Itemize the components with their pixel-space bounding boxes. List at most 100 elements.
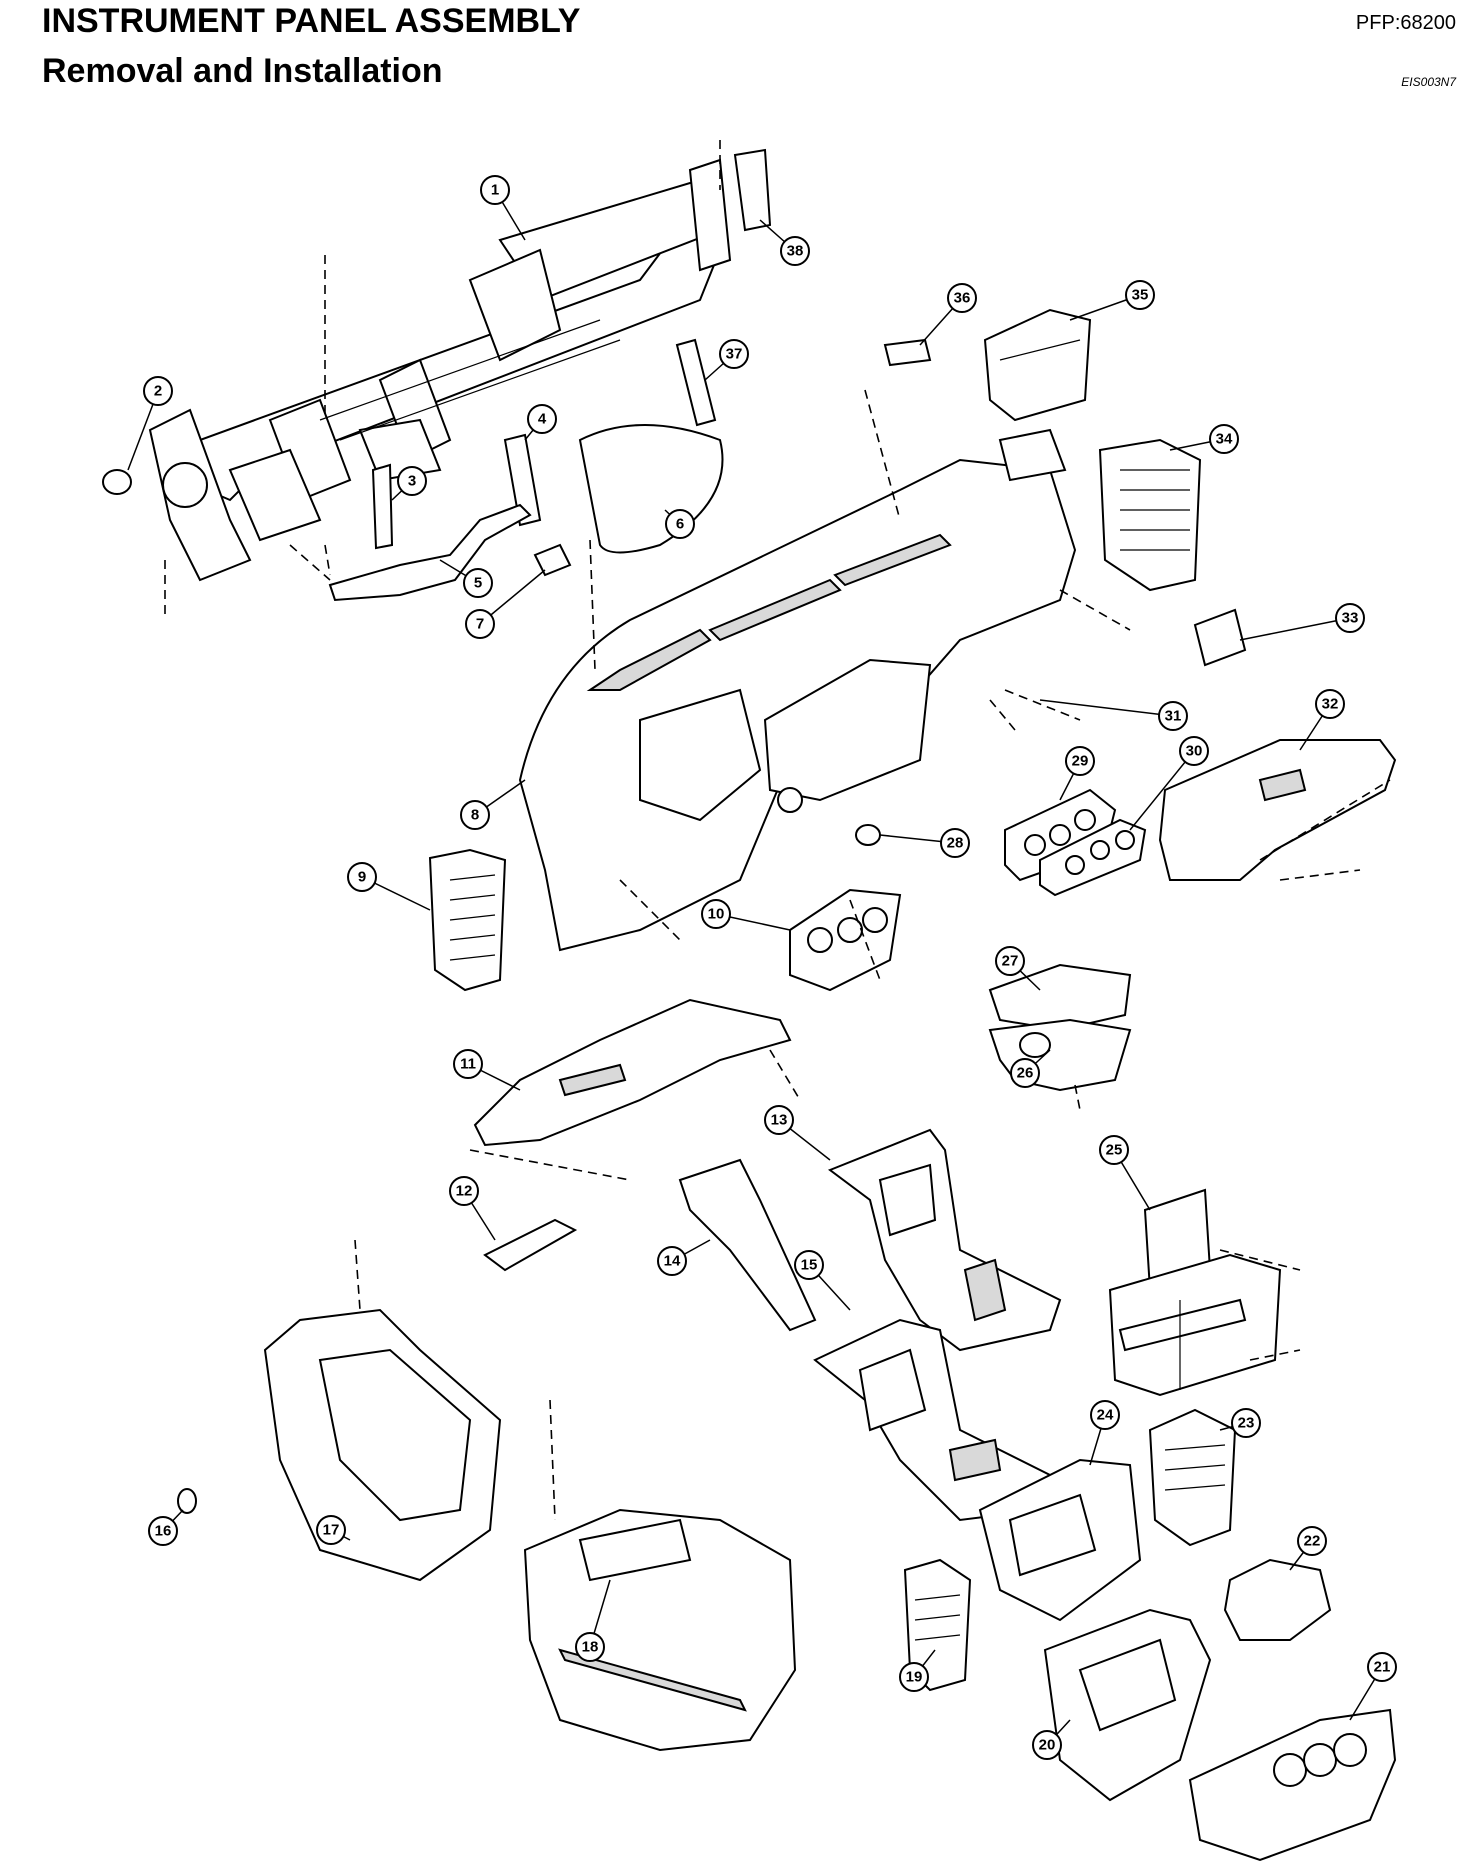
exploded-view-diagram: 1234567891011121314151617181920212223242… — [102, 140, 1397, 1862]
callout-circle — [480, 175, 510, 205]
callout-circle — [1209, 424, 1239, 454]
side-ventilator-left — [428, 848, 507, 992]
glove-box — [1158, 739, 1397, 881]
callout-28: 28 — [940, 828, 970, 858]
callout-circle — [940, 828, 970, 858]
callout-number: 20 — [1039, 1737, 1056, 1754]
callout-circle — [575, 1632, 605, 1662]
meter-hood — [578, 424, 724, 554]
heater-control-assembly — [1004, 788, 1117, 882]
callout-circle — [780, 236, 810, 266]
callout-circle — [1125, 280, 1155, 310]
callout-number: 3 — [408, 473, 416, 490]
callout-37: 37 — [719, 339, 749, 369]
document-id: EIS003N7 — [1401, 75, 1456, 89]
callout-9: 9 — [347, 862, 377, 892]
callout-number: 37 — [726, 346, 743, 363]
callout-circle — [995, 946, 1025, 976]
callout-26: 26 — [1010, 1058, 1040, 1088]
callout-30: 30 — [1179, 736, 1209, 766]
steering-column-cover-lower — [988, 1018, 1132, 1092]
callout-number: 5 — [474, 575, 482, 592]
callout-12: 12 — [449, 1176, 479, 1206]
left-end-cap — [102, 469, 132, 495]
callout-number: 22 — [1304, 1533, 1321, 1550]
callout-circle — [719, 339, 749, 369]
callout-number: 25 — [1106, 1142, 1123, 1159]
callout-36: 36 — [947, 283, 977, 313]
callout-number: 30 — [1186, 743, 1203, 760]
callout-number: 16 — [155, 1523, 172, 1540]
callout-number: 11 — [460, 1056, 476, 1073]
side-ventilator-right — [1098, 438, 1202, 592]
callout-circle — [527, 404, 557, 434]
callout-number: 18 — [582, 1639, 599, 1656]
callout-circle — [143, 376, 173, 406]
callout-circle — [1032, 1730, 1062, 1760]
callout-circle — [899, 1662, 929, 1692]
callout-circle — [1090, 1400, 1120, 1430]
callout-number: 9 — [358, 869, 366, 886]
callout-21: 21 — [1367, 1652, 1397, 1682]
center-ventilator-lh — [903, 1558, 972, 1692]
console-box-rear-panel — [263, 1308, 502, 1582]
callout-number: 32 — [1322, 696, 1339, 713]
callout-number: 2 — [154, 383, 162, 400]
callout-1: 1 — [480, 175, 510, 205]
console-side-finisher — [678, 1158, 817, 1332]
page-title: INSTRUMENT PANEL ASSEMBLY — [42, 2, 581, 40]
callout-number: 14 — [664, 1253, 681, 1270]
callout-circle — [460, 800, 490, 830]
callout-circle — [148, 1516, 178, 1546]
callout-23: 23 — [1231, 1408, 1261, 1438]
center-bezel — [978, 1458, 1142, 1622]
console-box — [523, 1508, 797, 1752]
callout-circle — [1179, 736, 1209, 766]
callout-circle — [1158, 701, 1188, 731]
callout-circle — [449, 1176, 479, 1206]
callout-circle — [347, 862, 377, 892]
callout-circle — [465, 609, 495, 639]
callout-number: 23 — [1238, 1415, 1255, 1432]
callout-15: 15 — [794, 1250, 824, 1280]
callout-circle — [1367, 1652, 1397, 1682]
callout-38: 38 — [780, 236, 810, 266]
callout-circle — [1297, 1526, 1327, 1556]
callout-number: 28 — [947, 835, 964, 852]
callout-number: 26 — [1017, 1065, 1034, 1082]
callout-27: 27 — [995, 946, 1025, 976]
callout-number: 4 — [538, 411, 547, 428]
callout-number: 7 — [476, 616, 484, 633]
callout-number: 38 — [787, 243, 804, 260]
callout-number: 21 — [1374, 1659, 1391, 1676]
instrument-panel — [518, 428, 1077, 952]
callout-number: 8 — [471, 807, 479, 824]
callout-35: 35 — [1125, 280, 1155, 310]
callout-number: 15 — [801, 1257, 818, 1274]
callout-circle — [657, 1246, 687, 1276]
defroster-duct — [328, 503, 532, 602]
callout-7: 7 — [465, 609, 495, 639]
callout-13: 13 — [764, 1105, 794, 1135]
callout-24: 24 — [1090, 1400, 1120, 1430]
callout-circle — [764, 1105, 794, 1135]
callout-33: 33 — [1335, 603, 1365, 633]
knee-protector-bracket — [483, 1218, 578, 1272]
callout-14: 14 — [657, 1246, 687, 1276]
instruction-label — [883, 338, 932, 367]
small-brackets — [371, 338, 717, 550]
ring-bezel — [855, 824, 881, 846]
callout-circle — [397, 466, 427, 496]
callout-19: 19 — [899, 1662, 929, 1692]
callout-number: 29 — [1072, 753, 1089, 770]
callout-25: 25 — [1099, 1135, 1129, 1165]
callout-circle — [453, 1049, 483, 1079]
callout-number: 10 — [708, 906, 725, 923]
audio-unit — [1108, 1188, 1282, 1397]
callout-number: 17 — [323, 1522, 340, 1539]
callout-number: 24 — [1097, 1407, 1114, 1424]
callout-number: 6 — [676, 516, 684, 533]
center-cluster-finisher — [1188, 1708, 1397, 1862]
callout-4: 4 — [527, 404, 557, 434]
callout-8: 8 — [460, 800, 490, 830]
